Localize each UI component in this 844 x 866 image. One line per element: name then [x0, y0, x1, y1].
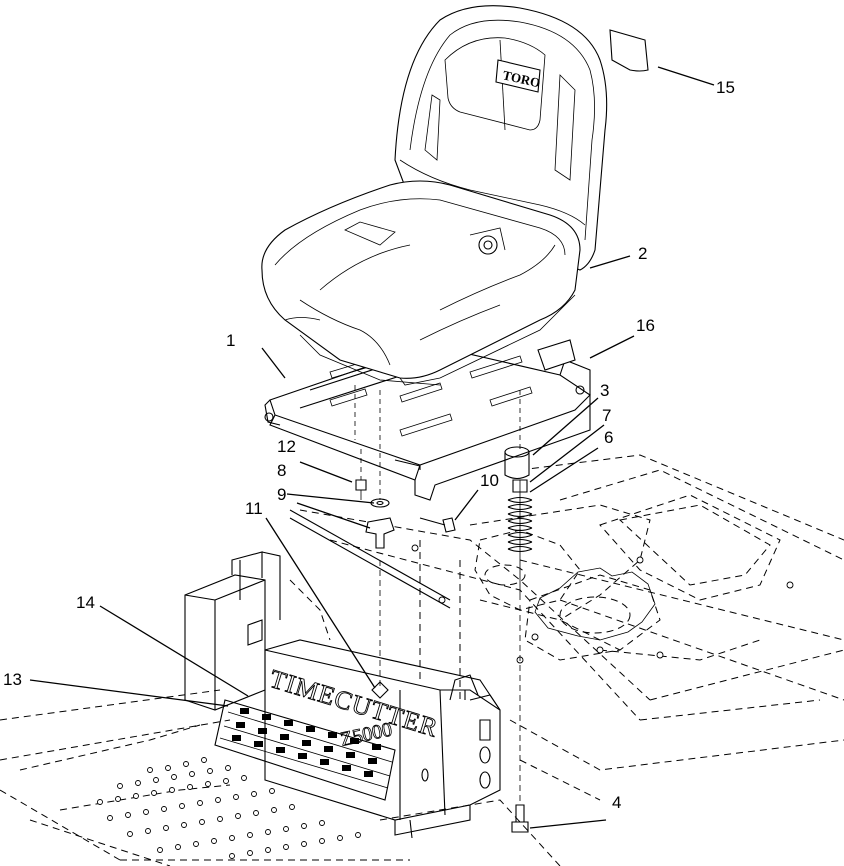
- callout-label: 8: [277, 461, 286, 480]
- decal-panel: [214, 699, 396, 801]
- bumper: [504, 446, 530, 480]
- callout-label: 3: [600, 381, 609, 400]
- callout-label: 15: [716, 78, 735, 97]
- rod: [289, 509, 451, 699]
- callout-label: 16: [636, 316, 655, 335]
- callout-label: 7: [602, 406, 611, 425]
- plate-model-text: Z5000: [338, 719, 394, 751]
- spring-mount-plate: [474, 529, 661, 661]
- callout-label: 2: [638, 244, 647, 263]
- spring: [507, 490, 533, 600]
- callout-label: 10: [480, 471, 499, 490]
- seat-decal: [609, 29, 649, 72]
- screw: [355, 440, 367, 500]
- knob: [365, 517, 395, 549]
- bolt: [419, 517, 456, 533]
- chassis-frame: [0, 454, 844, 866]
- seat: TORO: [261, 5, 608, 386]
- callout-label: 13: [3, 670, 22, 689]
- callout-label: 9: [277, 485, 286, 504]
- callout-labels: 1 2 3 4 6 7 8 9 10 11 12 13 14 15 16: [3, 78, 735, 812]
- control-panel: TIMECUTTER Z5000: [184, 551, 501, 839]
- decal: [537, 339, 576, 371]
- callout-label: 11: [245, 499, 263, 518]
- callout-label: 4: [612, 793, 621, 812]
- callout-label: 6: [604, 428, 613, 447]
- bottom-bolt: [511, 605, 529, 833]
- leader-lines: [29, 66, 715, 829]
- nut: [512, 479, 528, 493]
- callout-label: 1: [226, 331, 235, 350]
- floor-pan: [19, 724, 361, 859]
- callout-label: 14: [76, 593, 95, 612]
- callout-label: 12: [277, 437, 296, 456]
